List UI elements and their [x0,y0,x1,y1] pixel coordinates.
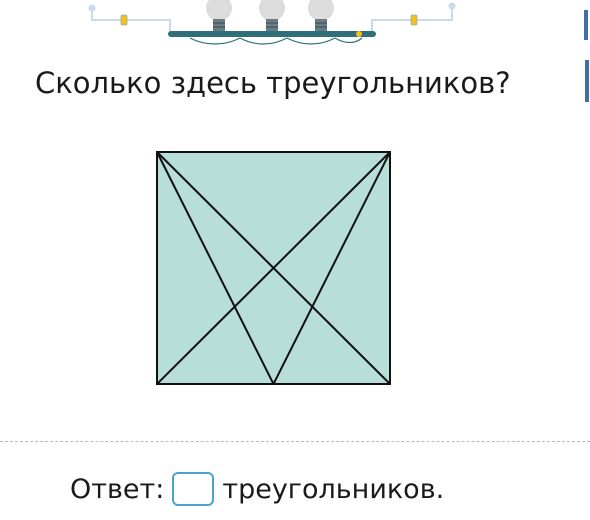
left-led-icon [120,14,128,26]
rail-wires [189,37,363,45]
left-wire [91,8,171,33]
answer-row: Ответ: треугольников. [70,470,444,508]
bulb-icon [308,0,334,31]
triangles-figure [156,151,391,385]
edge-mark-top [584,10,588,40]
right-led-icon [410,14,418,26]
apex-line [156,151,275,385]
answer-label: Ответ: [70,473,165,505]
right-wire-knob [448,2,456,10]
rail-led-icon [356,31,362,37]
apex-line [272,151,391,385]
bulb-garland-decoration [88,0,456,45]
bulb-icon [206,0,232,31]
edge-mark-bottom [585,60,589,102]
left-wire-knob [88,4,96,12]
bulb-icon [259,0,285,31]
diagonal-line [156,151,391,385]
answer-suffix: треугольников. [222,473,445,505]
bulb-rail [168,31,376,37]
answer-input[interactable] [172,472,215,506]
question-text: Сколько здесь треугольников? [35,66,511,100]
dashed-divider [0,441,590,442]
